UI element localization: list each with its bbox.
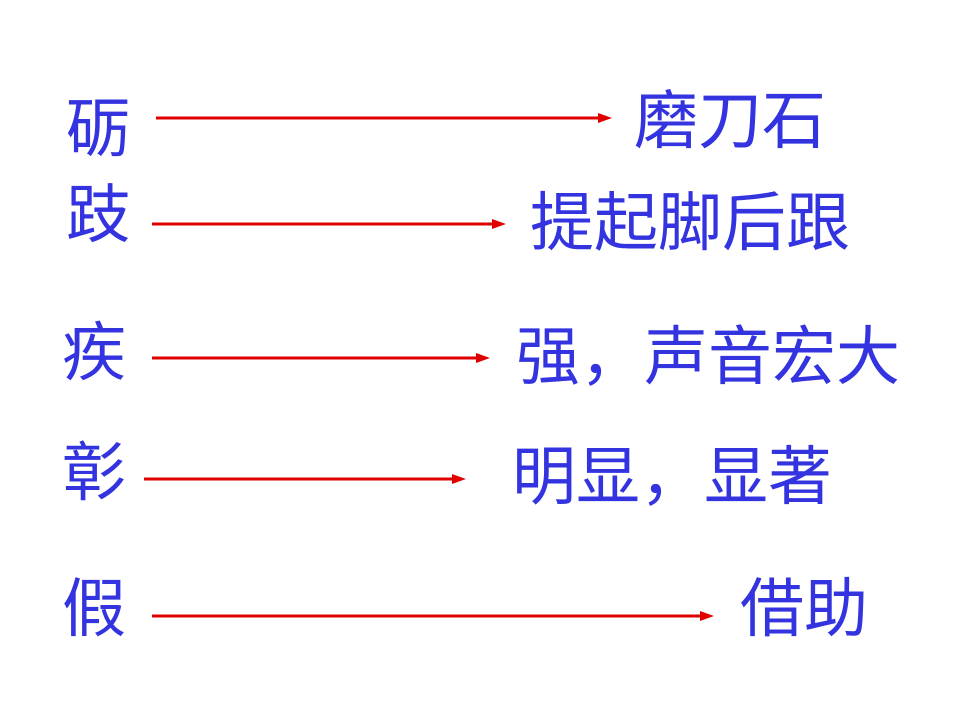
meaning-text: 强，声音宏大 [516,321,900,395]
meaning-text: 提起脚后跟 [530,187,850,261]
arrow-right-icon [156,112,612,124]
meaning-text: 磨刀石 [634,85,826,159]
term-text: 彰 [62,437,126,511]
term-text: 假 [62,573,126,647]
arrow-right-icon [152,352,490,364]
arrow-right-icon [144,473,466,485]
term-text: 跂 [66,179,130,253]
meaning-text: 明显，显著 [512,441,832,515]
arrow-right-icon [152,218,506,230]
meaning-text: 借助 [740,573,868,647]
term-text: 疾 [62,317,126,391]
arrow-right-icon [152,610,714,622]
term-text: 砺 [66,93,130,167]
